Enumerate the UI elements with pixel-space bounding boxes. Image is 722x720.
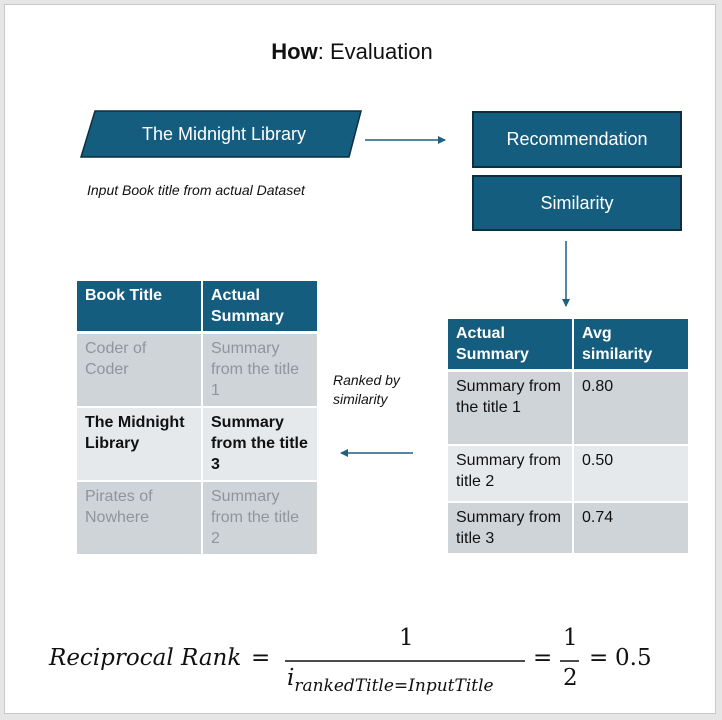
similarity-cell-summary: Summary from title 3 — [446, 500, 574, 555]
ranked-cell-summary: Summary from the title 1 — [201, 331, 319, 408]
formula-equals-2: = — [533, 645, 553, 671]
formula-denominator: irankedTitle=InputTitle — [287, 665, 494, 696]
table-row: Summary from title 2 0.50 — [446, 443, 690, 503]
similarity-cell-score: 0.50 — [572, 443, 690, 503]
recommendation-box: Recommendation — [472, 111, 682, 168]
ranked-cell-title: Pirates of Nowhere — [75, 479, 203, 556]
slide: How: Evaluation The Midnight Library Rec… — [4, 4, 716, 714]
ranked-caption: Ranked by similarity — [333, 372, 400, 407]
header-avg-similarity: Avg similarity — [572, 317, 690, 372]
formula-denominator-sub: rankedTitle=InputTitle — [294, 676, 494, 696]
title-bold: How — [271, 39, 318, 64]
ranked-cell-summary: Summary from the title 2 — [201, 479, 319, 556]
header-actual-summary: Actual Summary — [446, 317, 574, 372]
similarity-cell-summary: Summary from title 2 — [446, 443, 574, 503]
formula-numerator: 1 — [399, 625, 414, 651]
slide-title: How: Evaluation — [5, 39, 699, 65]
header-actual-summary: Actual Summary — [201, 279, 319, 334]
input-parallelogram — [79, 110, 362, 158]
table-row: Summary from title 3 0.74 — [446, 500, 690, 555]
similarity-cell-summary: Summary from the title 1 — [446, 369, 574, 446]
input-caption: Input Book title from actual Dataset — [87, 182, 305, 198]
formula-denominator-var: i — [287, 665, 295, 691]
formula-result: 0.5 — [615, 645, 652, 671]
ranked-table-header: Book Title Actual Summary — [75, 279, 319, 334]
table-row: The Midnight Library Summary from the ti… — [75, 405, 319, 482]
similarity-table: Actual Summary Avg similarity Summary fr… — [446, 317, 690, 555]
formula-equals-3: = — [589, 645, 609, 671]
formula-frac2-denominator: 2 — [563, 665, 578, 691]
arrows-layer — [79, 110, 579, 662]
title-rest: : Evaluation — [317, 39, 433, 64]
table-row: Pirates of Nowhere Summary from the titl… — [75, 479, 319, 556]
formula-frac2-numerator: 1 — [563, 625, 578, 651]
reciprocal-rank-formula: Reciprocal Rank = 1 irankedTitle=InputTi… — [49, 617, 689, 697]
similarity-box: Similarity — [472, 175, 682, 231]
input-book-title: The Midnight Library — [141, 123, 307, 144]
table-row: Coder of Coder Summary from the title 1 — [75, 331, 319, 408]
table-row: Summary from the title 1 0.80 — [446, 369, 690, 446]
ranked-cell-title: Coder of Coder — [75, 331, 203, 408]
similarity-table-header: Actual Summary Avg similarity — [446, 317, 690, 372]
similarity-cell-score: 0.80 — [572, 369, 690, 446]
ranked-table: Book Title Actual Summary Coder of Coder… — [75, 279, 319, 556]
formula-lhs: Reciprocal Rank — [49, 645, 242, 671]
header-book-title: Book Title — [75, 279, 203, 334]
similarity-cell-score: 0.74 — [572, 500, 690, 555]
ranked-cell-summary: Summary from the title 3 — [201, 405, 319, 482]
formula-equals-1: = — [251, 645, 271, 671]
ranked-cell-title: The Midnight Library — [75, 405, 203, 482]
